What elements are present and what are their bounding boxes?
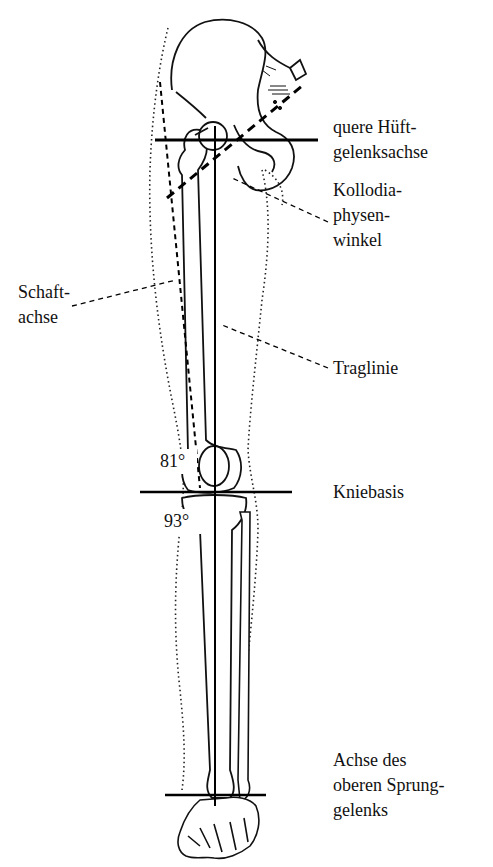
axes — [140, 82, 318, 806]
leader-lines — [72, 178, 328, 368]
axis-label: Traglinie — [333, 356, 443, 381]
sacrum-hatch — [262, 66, 290, 110]
angle-value: 93° — [163, 509, 201, 534]
axis-label: Kniebasis — [333, 480, 443, 505]
axis-label: Kollodia- physen- winkel — [333, 178, 411, 253]
axis-label: Schaft- achse — [18, 280, 80, 330]
foot — [178, 797, 259, 858]
femur — [178, 122, 241, 493]
axis-label: quere Hüft- gelenksachse — [333, 115, 438, 165]
fibula — [238, 512, 250, 800]
angle-value: 81° — [159, 449, 197, 474]
axis-label: Achse des oberen Sprung- gelenks — [333, 748, 451, 823]
